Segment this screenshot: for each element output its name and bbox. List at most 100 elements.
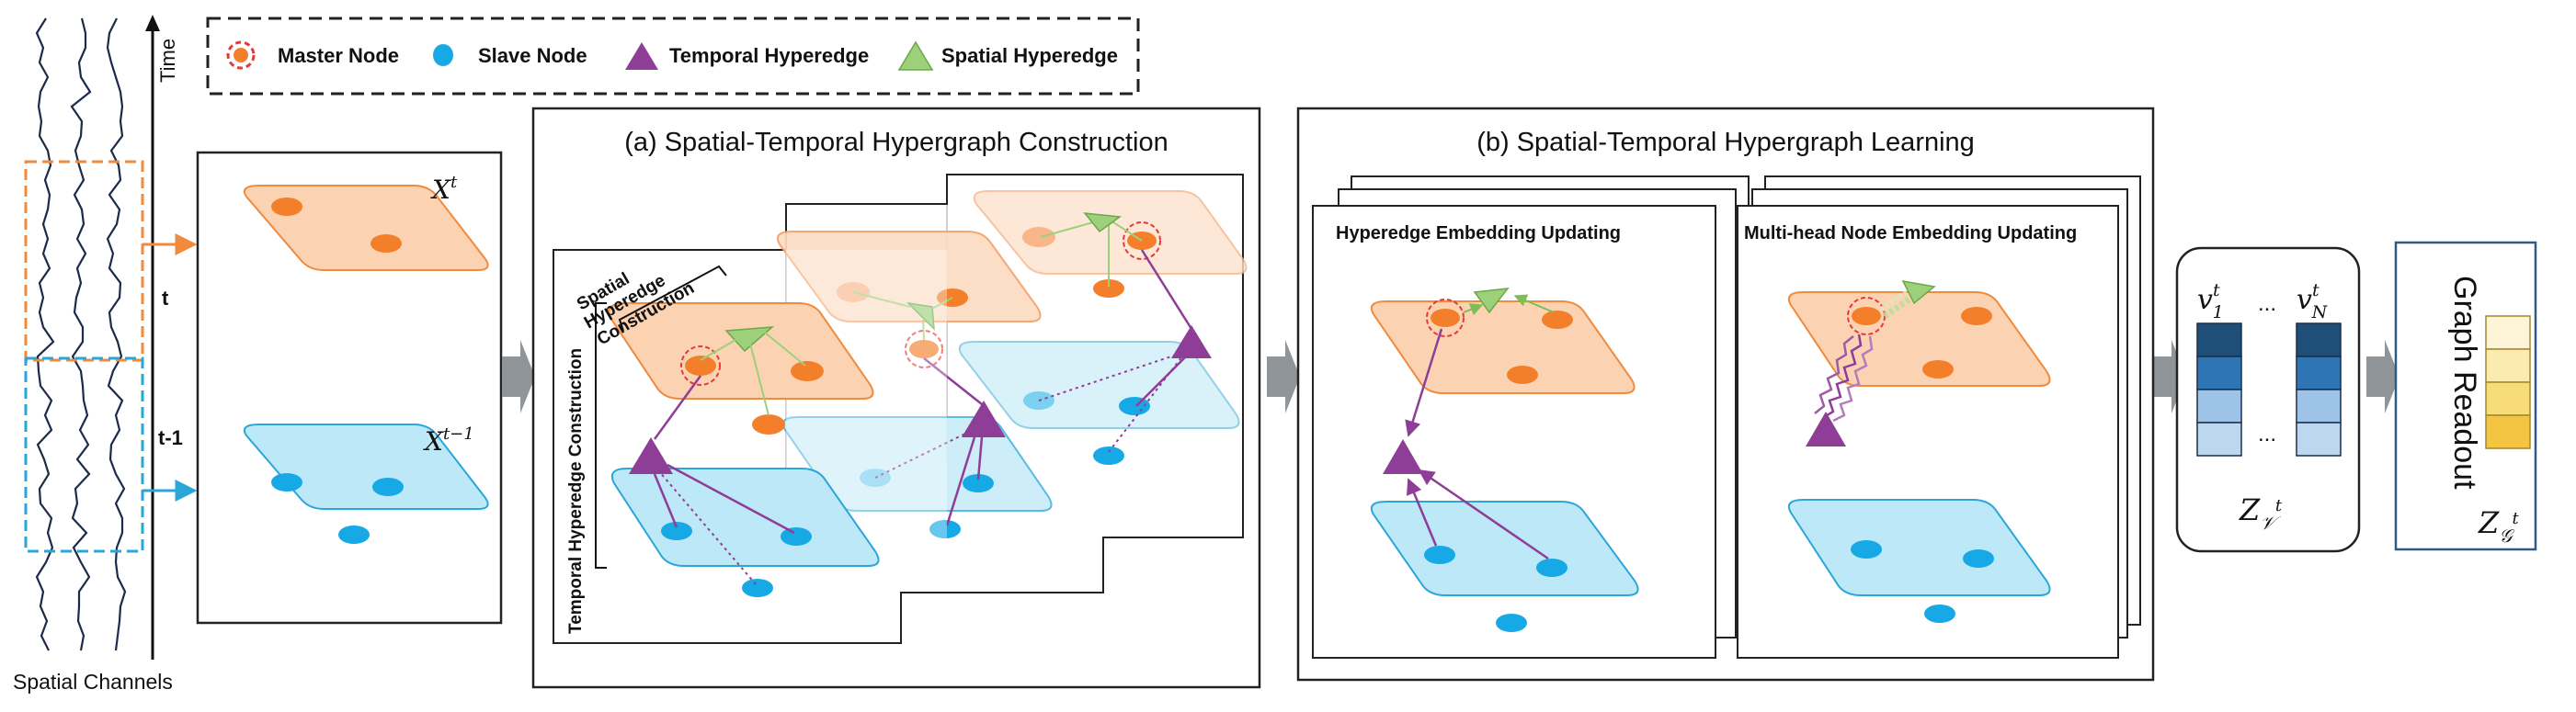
legend-spatial-hyperedge-label: Spatial Hyperedge: [941, 44, 1118, 67]
slave-node: [1542, 311, 1573, 329]
t-window: [24, 160, 144, 362]
node-update-label: Multi-head Node Embedding Updating: [1744, 223, 2077, 243]
temporal-edge: [923, 357, 983, 405]
graph-embedding: [2485, 315, 2531, 449]
temporal-edge: [945, 436, 976, 526]
temporal-edge: [667, 463, 795, 535]
panel-a-title: (a) Spatial-Temporal Hypergraph Construc…: [624, 128, 1168, 157]
temporal-hyperedge-icon: [1806, 412, 1846, 446]
temporal-edge: [653, 473, 678, 528]
temporal-edge-dotted: [1038, 354, 1178, 401]
temporal-hyperedge-icon: [1171, 325, 1212, 358]
spatial-hyperedge-icon: [897, 40, 934, 71]
spatial-hyperedge-icon: [1473, 288, 1510, 314]
blue-layer: [1370, 501, 1639, 596]
slave-node: [271, 198, 302, 216]
spatial-edge: [700, 339, 736, 361]
spatial-channels-label: Spatial Channels: [13, 670, 173, 694]
spatial-hyperedge-icon: [1901, 280, 1936, 305]
attention-zigzag: [1814, 335, 1854, 414]
time-axis-arrowhead: [145, 15, 160, 31]
master-node-icon: [226, 40, 256, 70]
spatial-edge-arrow: [1463, 303, 1484, 316]
legend-slave-node-label: Slave Node: [478, 44, 587, 67]
eeg-waveform: [70, 17, 92, 651]
slave-node: [1963, 549, 1994, 568]
temporal-edge-arrow: [1418, 469, 1549, 560]
orange-layer-back: [973, 190, 1248, 275]
t-minus-1-window: [24, 356, 144, 553]
slave-node: [1424, 546, 1455, 564]
slave-node: [1851, 540, 1882, 559]
slave-node: [1507, 366, 1538, 384]
blue-layer: [1787, 499, 2051, 596]
spatial-edge: [749, 343, 769, 416]
spatial-edge: [852, 291, 911, 308]
master-node: [1426, 299, 1465, 337]
legend-box: [206, 17, 1140, 96]
eeg-waveform: [106, 17, 127, 651]
t-label: t: [162, 287, 169, 310]
spatial-edge: [1110, 220, 1143, 242]
orange-layer: [243, 185, 489, 271]
temporal-hyperedge-icon: [625, 42, 658, 70]
slave-node: [1536, 559, 1567, 577]
spatial-hyperedge-icon: [906, 301, 935, 331]
spatial-edge: [764, 332, 806, 367]
temporal-hyperedge-icon: [629, 437, 673, 474]
spatial-edge: [1040, 220, 1100, 238]
slave-node: [752, 414, 785, 435]
graph-readout-label: Graph Readout: [2447, 276, 2482, 490]
legend: Master Node Slave Node Temporal Hyperedg…: [206, 17, 1140, 96]
x-t-minus-1-label: Xt−1: [423, 424, 474, 457]
svg-text:Temporal Hyperedge Constructio: Temporal Hyperedge Construction: [566, 348, 586, 634]
slave-node: [963, 474, 994, 492]
eeg-waveform: [35, 17, 55, 651]
panel-a: (a) Spatial-Temporal Hypergraph Construc…: [531, 107, 1261, 689]
flow-arrow-icon: [2366, 340, 2399, 413]
panel-b: (b) Spatial-Temporal Hypergraph Learning…: [1296, 107, 2155, 682]
x-t-label: Xt: [430, 173, 458, 205]
temporal-edge-arrow: [1405, 328, 1443, 437]
embedding-vector-n: [2296, 322, 2342, 457]
z-g-label: Z𝒢t: [2478, 505, 2519, 547]
hyperedge-update-label: Hyperedge Embedding Updating: [1336, 223, 1621, 243]
blue-layer: [243, 424, 489, 510]
embedding-vector-1: [2196, 322, 2242, 457]
temporal-edge-arrow: [1406, 478, 1438, 547]
slave-node: [1093, 279, 1124, 298]
slave-node: [271, 473, 302, 492]
panel-b-title: (b) Spatial-Temporal Hypergraph Learning: [1476, 128, 1975, 157]
master-node-faded: [1022, 227, 1055, 247]
flow-arrow-icon: [502, 340, 535, 413]
signal-section: Time t t-1 Spatial Channels: [13, 15, 198, 694]
slave-node: [1961, 307, 1992, 325]
spatial-edge: [931, 297, 953, 310]
slave-node: [1119, 397, 1150, 415]
slave-node: [1922, 360, 1954, 379]
spatial-hyperedge-icon: [1083, 212, 1123, 233]
temporal-bracket: [595, 302, 607, 569]
attention-zigzag: [1832, 335, 1874, 423]
temporal-edge-dotted: [1108, 356, 1183, 453]
flow-arrow-icon: [1267, 340, 1300, 413]
slave-node: [338, 526, 370, 544]
temporal-edge: [653, 375, 702, 440]
vector-dots-top: ...: [2258, 291, 2276, 316]
panel-a-frames: [553, 174, 1244, 644]
temporal-hyperedge-icon: [1383, 439, 1423, 474]
master-node: [680, 345, 721, 386]
temporal-edge: [976, 436, 984, 480]
attention-link: [1879, 288, 1910, 311]
spatial-bracket: [618, 265, 727, 332]
attention-zigzag: [1823, 333, 1863, 419]
slave-node: [1093, 446, 1124, 465]
temporal-edge-dotted: [657, 469, 757, 585]
slave-node: [929, 520, 961, 538]
t-minus-1-label: t-1: [158, 426, 183, 449]
